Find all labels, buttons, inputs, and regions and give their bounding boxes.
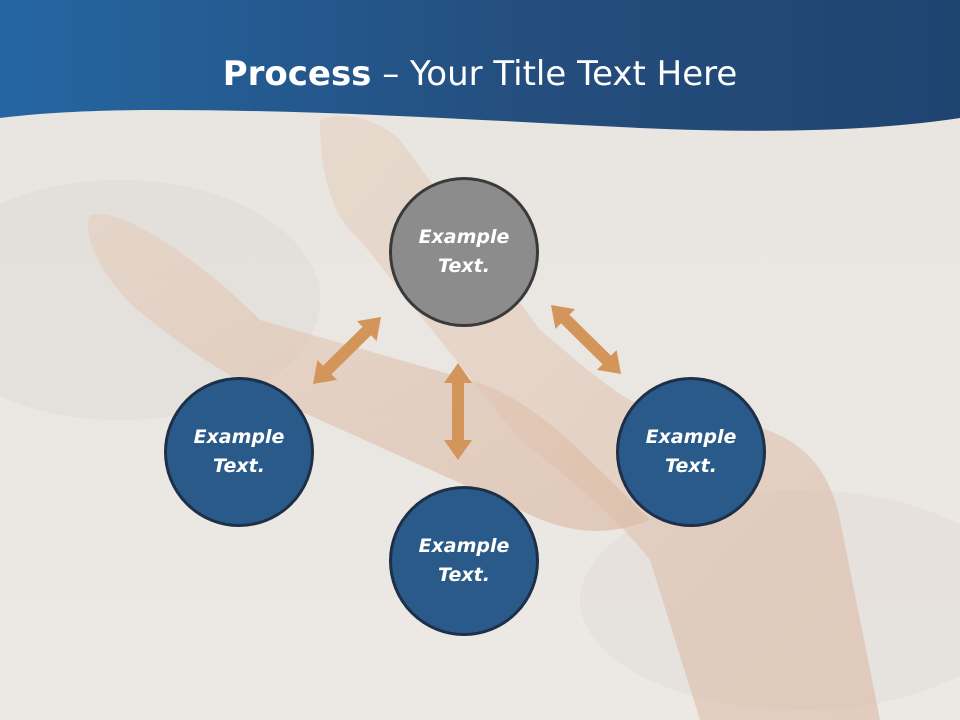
arrow-top-right-icon	[551, 305, 621, 374]
slide-title: Process – Your Title Text Here	[0, 52, 960, 96]
node-left: Example Text.	[164, 377, 314, 527]
arrow-center-vertical-icon	[444, 363, 472, 460]
title-bold: Process	[222, 54, 372, 94]
node-right: Example Text.	[616, 377, 766, 527]
node-bottom-label: Example Text.	[418, 535, 510, 586]
node-top-label: Example Text.	[418, 226, 510, 277]
node-right-label: Example Text.	[645, 426, 737, 477]
node-top: Example Text.	[389, 177, 539, 327]
node-left-label: Example Text.	[193, 426, 285, 477]
arrow-left-top-icon	[313, 316, 381, 384]
node-bottom: Example Text.	[389, 486, 539, 636]
title-rest: – Your Title Text Here	[371, 54, 738, 94]
